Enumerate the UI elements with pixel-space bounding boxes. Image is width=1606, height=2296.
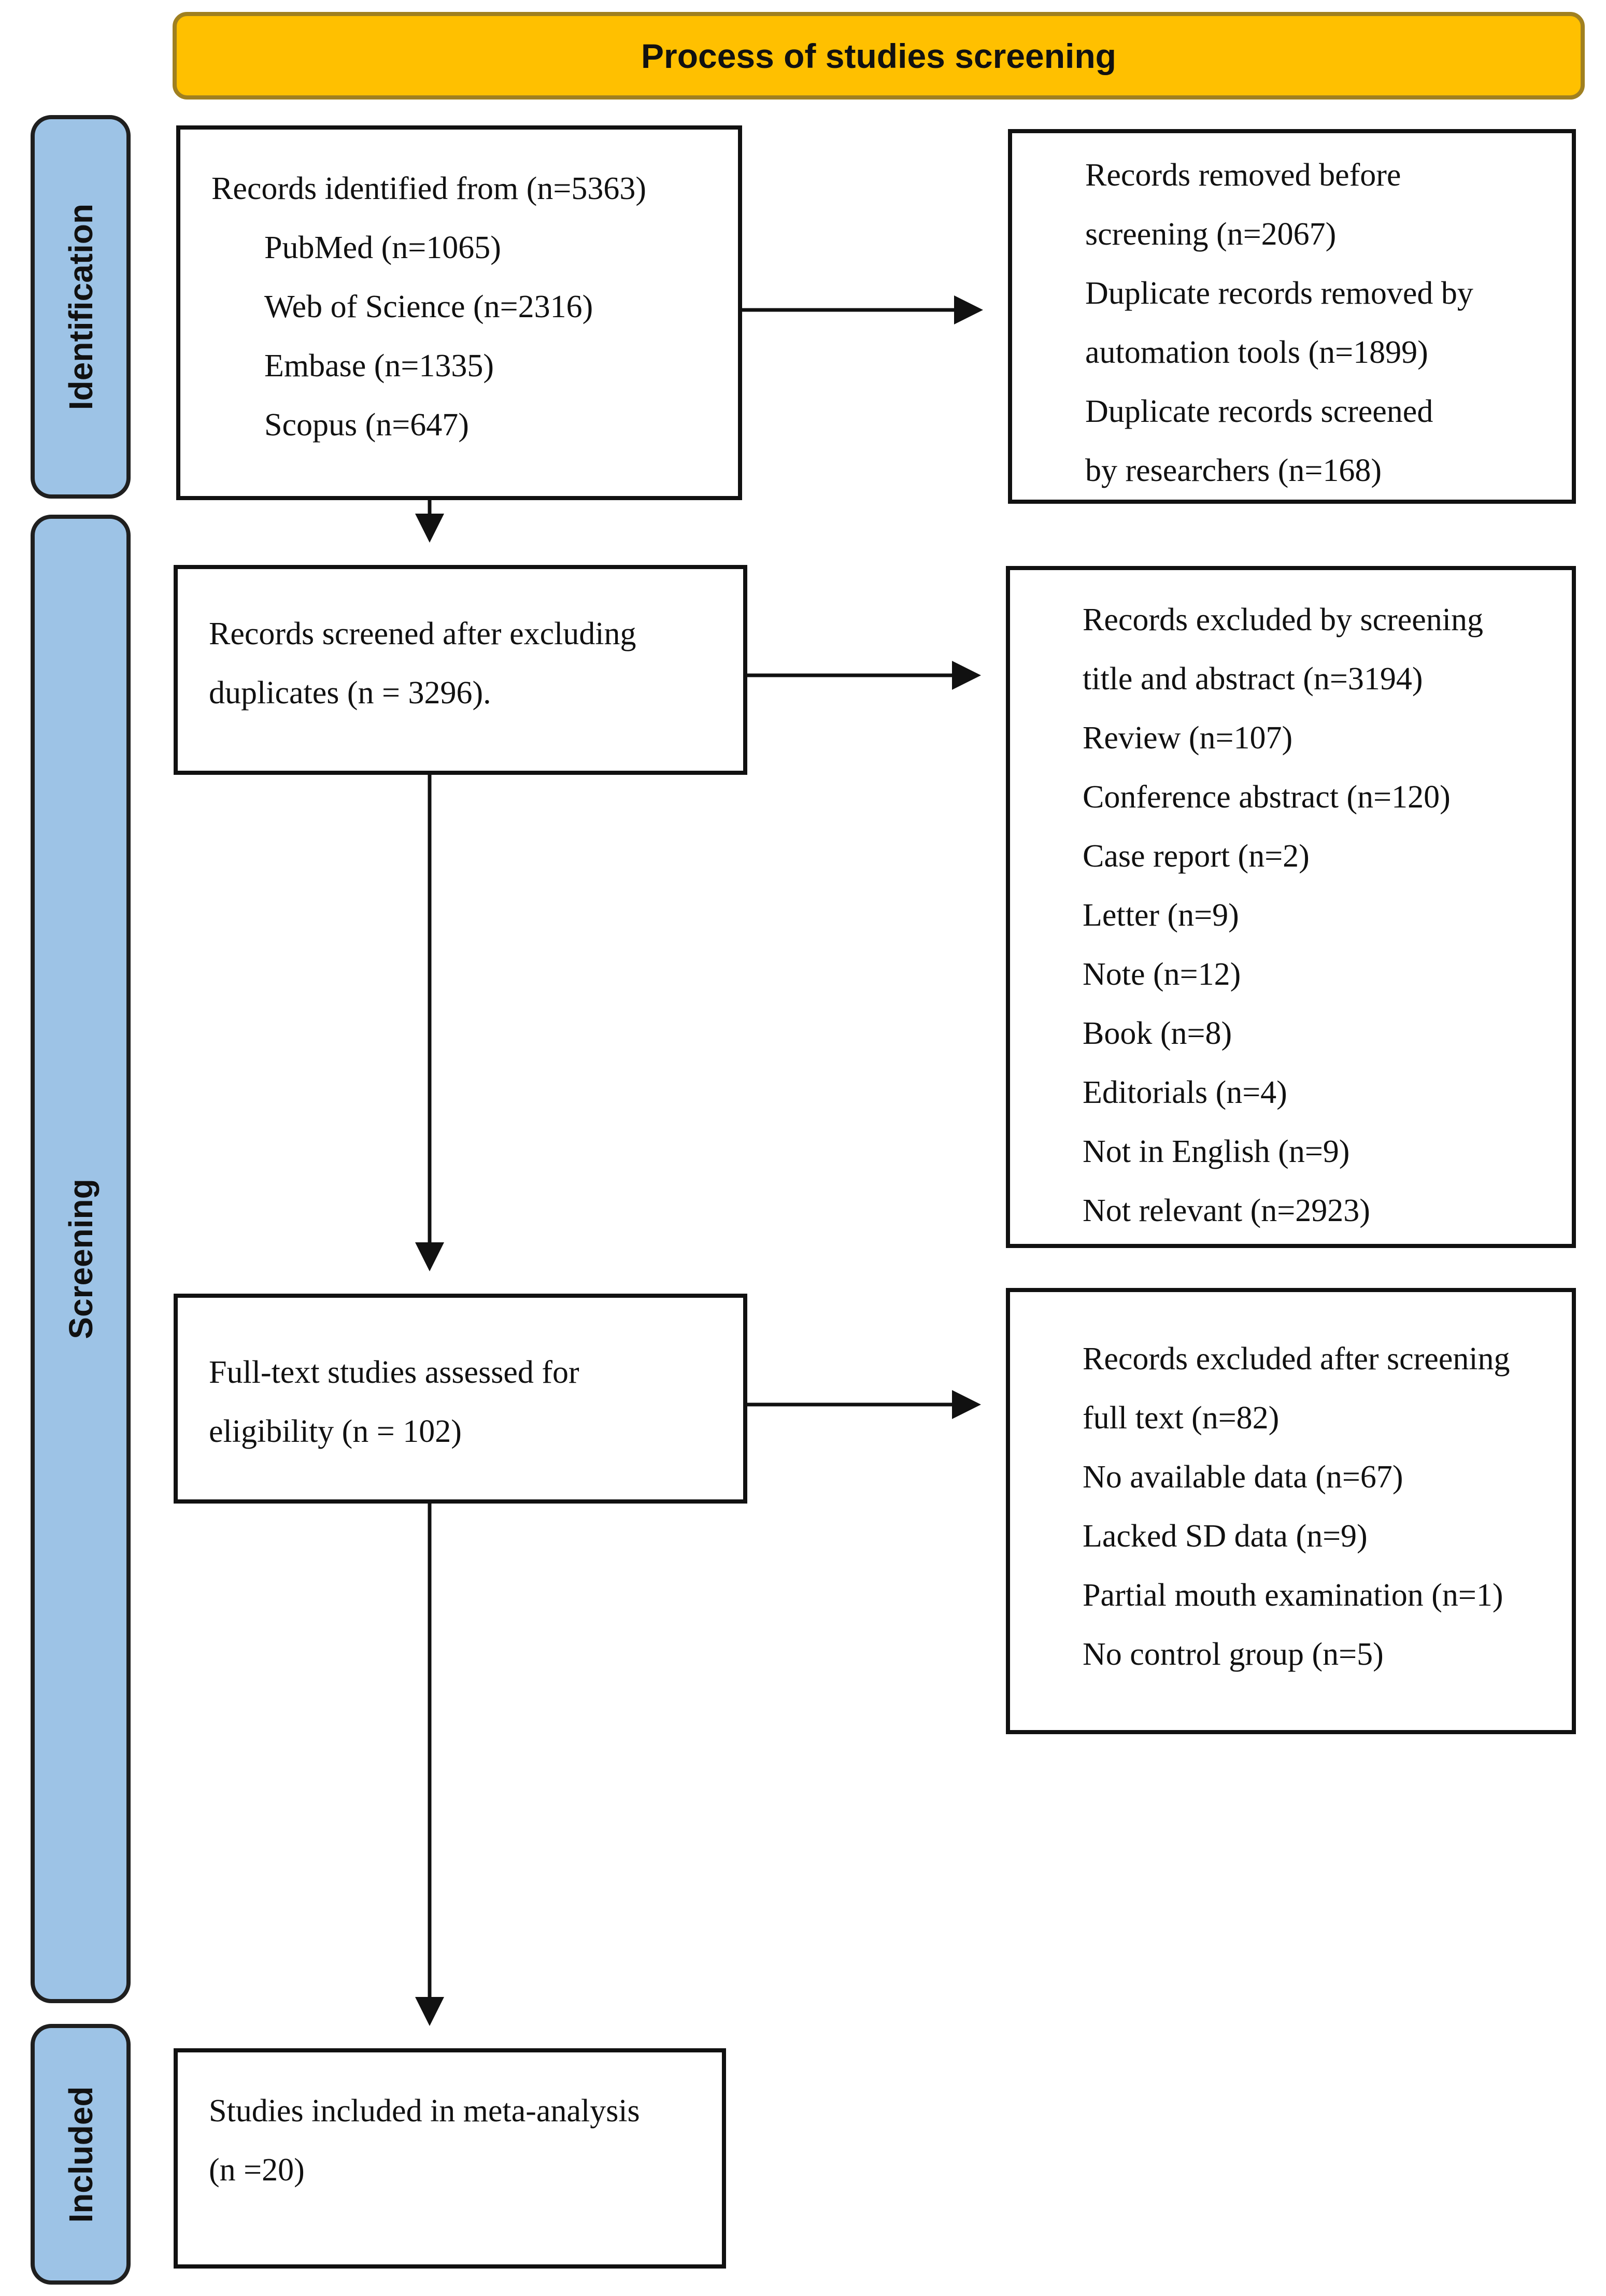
phase-identification: Identification: [31, 115, 131, 499]
included-line: Studies included in meta-analysis: [209, 2093, 640, 2129]
excluded-line: Not relevant (n=2923): [1083, 1193, 1370, 1228]
excluded-fulltext-line: No available data (n=67): [1083, 1459, 1403, 1495]
removed-line: by researchers (n=168): [1085, 453, 1382, 488]
box-fulltext-assessed: Full-text studies assessed for eligibili…: [174, 1294, 747, 1504]
excluded-line: Book (n=8): [1083, 1016, 1232, 1051]
box-records-screened: Records screened after excluding duplica…: [174, 565, 747, 775]
removed-line: Duplicate records removed by: [1085, 276, 1473, 311]
box-studies-included: Studies included in meta-analysis (n =20…: [174, 2048, 726, 2269]
screened-line: duplicates (n = 3296).: [209, 675, 491, 711]
fulltext-line: eligibility (n = 102): [209, 1414, 462, 1449]
removed-line: Duplicate records screened: [1085, 394, 1433, 429]
source-embase: Embase (n=1335): [264, 348, 494, 384]
excluded-line: Conference abstract (n=120): [1083, 779, 1451, 815]
excluded-fulltext-line: Partial mouth examination (n=1): [1083, 1578, 1503, 1613]
phase-included: Included: [31, 2024, 131, 2285]
included-line: (n =20): [209, 2152, 305, 2188]
removed-line: screening (n=2067): [1085, 217, 1337, 252]
box-excluded-fulltext: Records excluded after screening full te…: [1006, 1288, 1576, 1734]
excluded-line: Letter (n=9): [1083, 898, 1239, 933]
excluded-line: Editorials (n=4): [1083, 1075, 1287, 1110]
excluded-line: title and abstract (n=3194): [1083, 661, 1423, 697]
excluded-line: Records excluded by screening: [1083, 602, 1484, 637]
source-web-of-science: Web of Science (n=2316): [264, 289, 593, 324]
excluded-fulltext-line: No control group (n=5): [1083, 1637, 1384, 1672]
removed-line: Records removed before: [1085, 158, 1401, 193]
header-title: Process of studies screening: [641, 36, 1116, 75]
box-excluded-title-abstract: Records excluded by screening title and …: [1006, 566, 1576, 1248]
excluded-fulltext-line: full text (n=82): [1083, 1400, 1280, 1436]
source-pubmed: PubMed (n=1065): [264, 230, 501, 265]
excluded-fulltext-line: Lacked SD data (n=9): [1083, 1519, 1368, 1554]
header-banner: Process of studies screening: [173, 12, 1585, 100]
identified-title: Records identified from (n=5363): [211, 171, 647, 206]
source-scopus: Scopus (n=647): [264, 407, 469, 443]
box-records-removed: Records removed before screening (n=2067…: [1008, 129, 1576, 504]
excluded-fulltext-line: Records excluded after screening: [1083, 1341, 1510, 1377]
phase-screening: Screening: [31, 515, 131, 2003]
screened-line: Records screened after excluding: [209, 616, 636, 651]
box-records-identified: Records identified from (n=5363) PubMed …: [176, 125, 742, 500]
fulltext-line: Full-text studies assessed for: [209, 1355, 579, 1390]
excluded-line: Not in English (n=9): [1083, 1134, 1350, 1169]
removed-line: automation tools (n=1899): [1085, 335, 1428, 370]
excluded-line: Case report (n=2): [1083, 839, 1310, 874]
excluded-line: Note (n=12): [1083, 957, 1241, 992]
excluded-line: Review (n=107): [1083, 720, 1293, 756]
